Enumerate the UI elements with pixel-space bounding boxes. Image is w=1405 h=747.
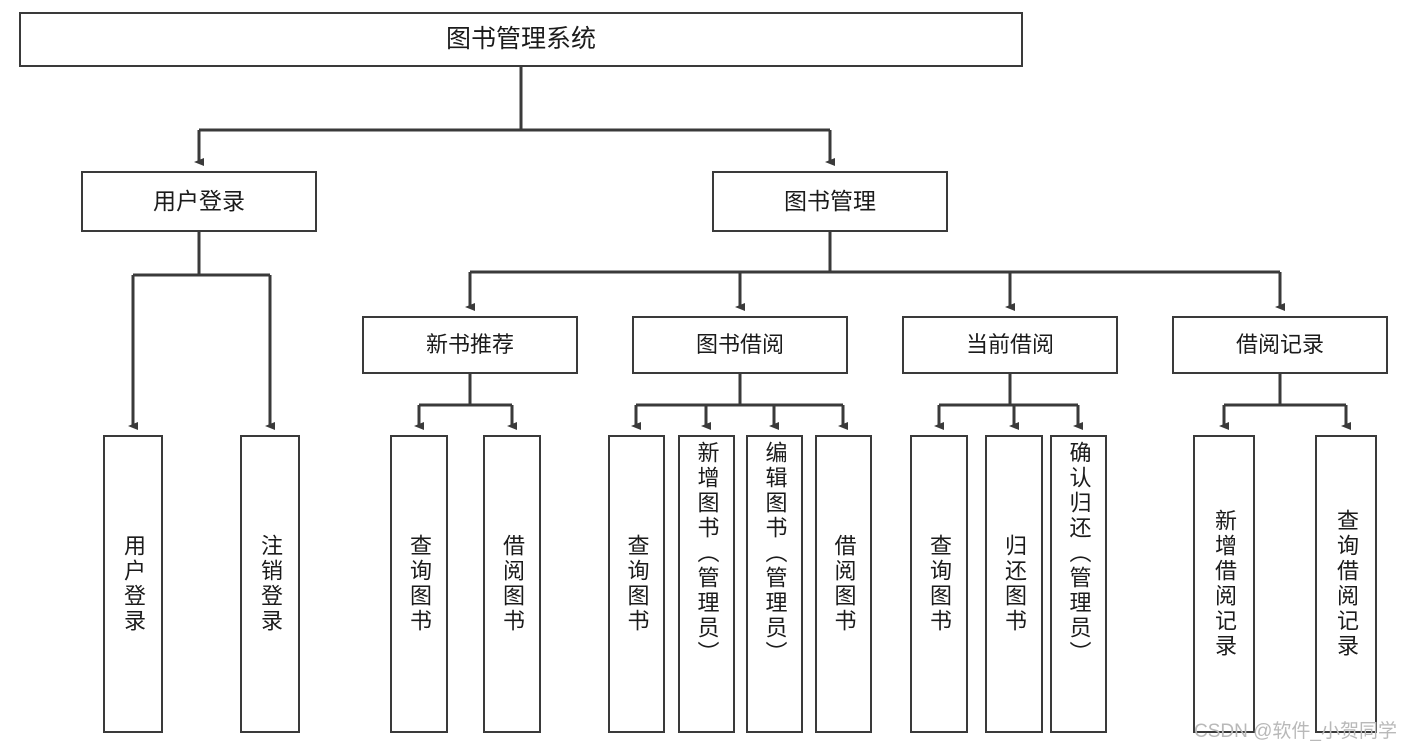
node-label: 借阅记录 (1235, 332, 1324, 357)
node-label: 图书管理系统 (445, 25, 596, 53)
leaf-label: 借阅图书 (500, 534, 525, 634)
node-label: 新书推荐 (425, 332, 514, 357)
node-book-manage[interactable]: 图书管理 (712, 171, 948, 232)
leaf-user-login[interactable]: 用户登录 (103, 435, 163, 733)
node-current-borrow[interactable]: 当前借阅 (902, 316, 1118, 374)
node-root-system[interactable]: 图书管理系统 (19, 12, 1023, 67)
leaf-edit-book[interactable]: 编辑图书（管理员） (746, 435, 803, 733)
leaf-borrow-book-1[interactable]: 借阅图书 (483, 435, 541, 733)
leaf-label: 查询图书 (624, 534, 650, 634)
leaf-label: 新增图书（管理员） (694, 441, 720, 666)
leaf-label: 编辑图书（管理员） (762, 441, 788, 666)
leaf-label: 用户登录 (121, 534, 146, 634)
node-label: 用户登录 (153, 188, 245, 214)
node-label: 图书管理 (784, 188, 876, 214)
leaf-label: 查询图书 (927, 534, 952, 634)
node-user-login[interactable]: 用户登录 (81, 171, 317, 232)
leaf-label: 借阅图书 (831, 534, 857, 634)
leaf-query-book-1[interactable]: 查询图书 (390, 435, 448, 733)
leaf-user-logout[interactable]: 注销登录 (240, 435, 300, 733)
node-book-borrow[interactable]: 图书借阅 (632, 316, 848, 374)
node-label: 当前借阅 (965, 332, 1054, 357)
leaf-label: 归还图书 (1002, 534, 1027, 634)
leaf-label: 新增借阅记录 (1212, 509, 1237, 659)
leaf-label: 查询图书 (407, 534, 432, 634)
node-new-book-recommend[interactable]: 新书推荐 (362, 316, 578, 374)
leaf-query-book-3[interactable]: 查询图书 (910, 435, 968, 733)
leaf-label: 注销登录 (258, 534, 283, 634)
leaf-return-book[interactable]: 归还图书 (985, 435, 1043, 733)
leaf-query-book-2[interactable]: 查询图书 (608, 435, 665, 733)
leaf-query-borrow-record[interactable]: 查询借阅记录 (1315, 435, 1377, 733)
node-label: 图书借阅 (695, 332, 784, 357)
leaf-borrow-book-2[interactable]: 借阅图书 (815, 435, 872, 733)
leaf-add-borrow-record[interactable]: 新增借阅记录 (1193, 435, 1255, 733)
csdn-watermark: CSDN @软件_小贺同学 (1194, 721, 1397, 742)
leaf-label: 确认归还（管理员） (1066, 441, 1092, 666)
node-borrow-record[interactable]: 借阅记录 (1172, 316, 1388, 374)
leaf-add-book[interactable]: 新增图书（管理员） (678, 435, 735, 733)
leaf-confirm-return[interactable]: 确认归还（管理员） (1050, 435, 1107, 733)
leaf-label: 查询借阅记录 (1334, 509, 1359, 659)
